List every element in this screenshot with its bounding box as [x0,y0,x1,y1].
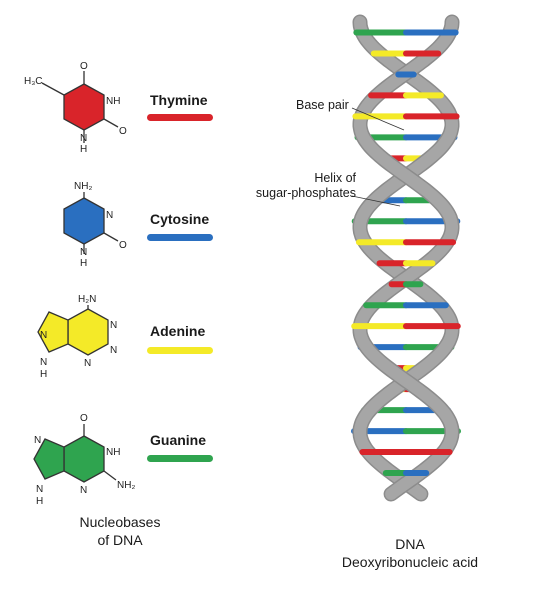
adenine-atom-n4: N [84,358,91,369]
helix-label: Helix of sugar-phosphates [244,171,356,201]
base-pair-pointer [351,107,405,131]
cytosine-atom-n-right: N [106,210,113,221]
adenine-atom-n3: N [110,345,117,356]
dna-caption-line2: Deoxyribonucleic acid [341,554,479,570]
base-pairs-front [351,29,461,477]
cytosine-atom-n-bottom: N [80,247,87,258]
guanine-atom-n2: N [80,485,87,496]
cytosine-label: Cytosine [150,211,210,227]
dna-caption-line1: DNA [395,536,425,552]
guanine-atom-h: H [36,496,43,507]
adenine-atom-n1: N [40,330,47,341]
thymine-label: Thymine [150,92,208,108]
guanine-atom-o-top: O [80,413,88,424]
guanine-label: Guanine [150,432,207,448]
nucleobase-structures: H₃C O NH O N H NH₂ N O N H H₂N N N N [24,61,135,507]
thymine-molecule: H₃C O NH O N H [24,61,127,155]
helix-pointer [351,195,401,207]
base-pair-label: Base pair [296,98,349,112]
adenine-atom-h2n: H₂N [78,294,96,305]
cytosine-atom-h-bottom: H [80,258,87,269]
thymine-rod [147,114,213,121]
thymine-atom-h-bottom: H [80,144,87,155]
nucleobases-caption-line2: of DNA [97,532,143,548]
nucleobases-caption: Nucleobases of DNA [60,513,180,549]
thymine-atom-methyl: H₃C [24,76,43,87]
guanine-molecule: O N NH N NH₂ N H [33,413,135,507]
cytosine-molecule: NH₂ N O N H [63,181,127,269]
helix-label-line1: Helix of [314,171,356,185]
thymine-atom-n-bottom: N [80,133,87,144]
adenine-atom-nh: N [40,357,47,368]
adenine-ring-five [37,311,69,353]
guanine-rod [147,455,213,462]
guanine-atom-nh-right: NH [106,447,120,458]
adenine-atom-n2: N [110,320,117,331]
guanine-atom-nh: N [36,484,43,495]
cytosine-atom-o-right: O [119,240,127,251]
cytosine-rod [147,234,213,241]
adenine-rod [147,347,213,354]
guanine-atom-nh2: NH₂ [117,480,135,491]
thymine-atom-nh: NH [106,96,120,107]
sugar-phosphate-strand [353,16,458,500]
dna-caption: DNA Deoxyribonucleic acid [320,535,500,571]
adenine-molecule: H₂N N N N N N H [37,294,117,380]
adenine-atom-h: H [40,369,47,380]
nucleobases-caption-line1: Nucleobases [79,514,161,530]
cytosine-atom-nh2: NH₂ [74,181,92,192]
sugar-phosphate-strand [354,16,459,500]
sugar-phosphate-strands [352,14,460,502]
thymine-atom-o-right: O [119,126,127,137]
guanine-ring-five [33,438,65,480]
thymine-atom-o-top: O [80,61,88,72]
adenine-label: Adenine [150,323,206,339]
guanine-atom-n1: N [34,435,41,446]
helix-label-line2: sugar-phosphates [255,186,356,200]
